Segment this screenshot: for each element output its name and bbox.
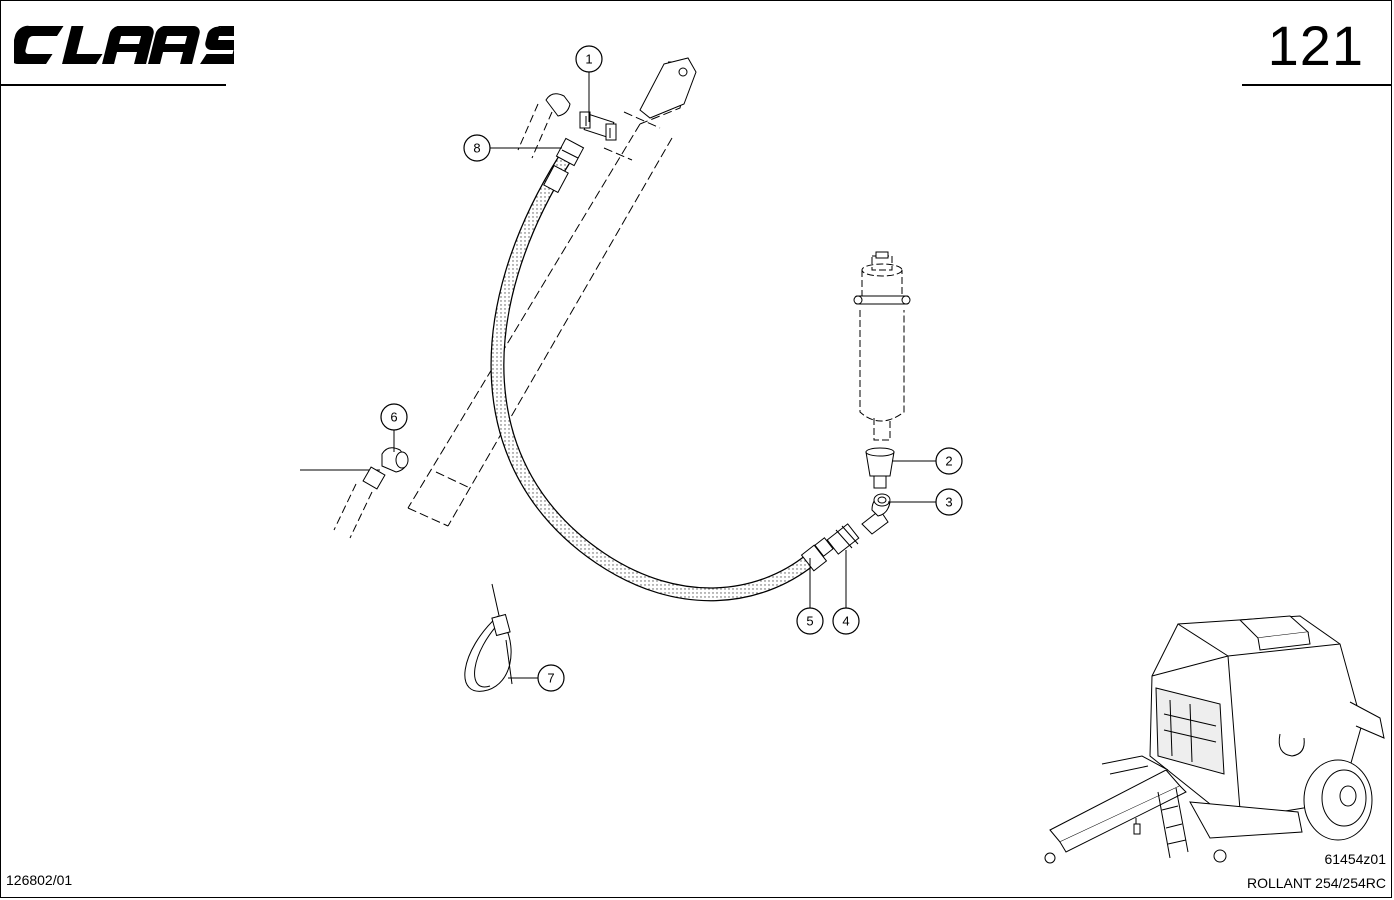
coupling-part-4 [826,523,860,555]
elbow-part-3 [861,493,891,535]
callout-label-8: 8 [473,141,480,156]
model-name: ROLLANT 254/254RC [1246,875,1386,891]
page-number: 121 [1267,14,1364,77]
elbow-fitting-part-6 [362,447,409,490]
ghost-fitting-left [333,483,373,539]
baler-machine-thumbnail [1044,615,1385,864]
callout-label-2: 2 [945,454,952,469]
accumulator [859,255,905,441]
document-number: 126802/01 [6,872,73,888]
callout-label-3: 3 [945,495,952,510]
header-rule-left [0,84,226,86]
header-rule-right [1242,84,1392,86]
hose-end-top [543,137,585,194]
tee-fitting-part-1 [579,111,617,141]
callout-label-1: 1 [585,52,592,67]
adapter-part-2 [865,447,895,489]
claas-logo [14,25,234,64]
callout-label-5: 5 [806,614,813,629]
cable-tie-part-7 [464,583,513,692]
hydraulic-hose [490,156,815,602]
callout-label-7: 7 [547,671,554,686]
ghost-fitting-top [517,103,553,159]
ghost-cylinder [300,61,691,527]
figure-id: 61454z01 [1324,851,1386,867]
hose-end-bottom [800,537,834,572]
callout-label-4: 4 [842,614,849,629]
callout-label-6: 6 [390,410,397,425]
